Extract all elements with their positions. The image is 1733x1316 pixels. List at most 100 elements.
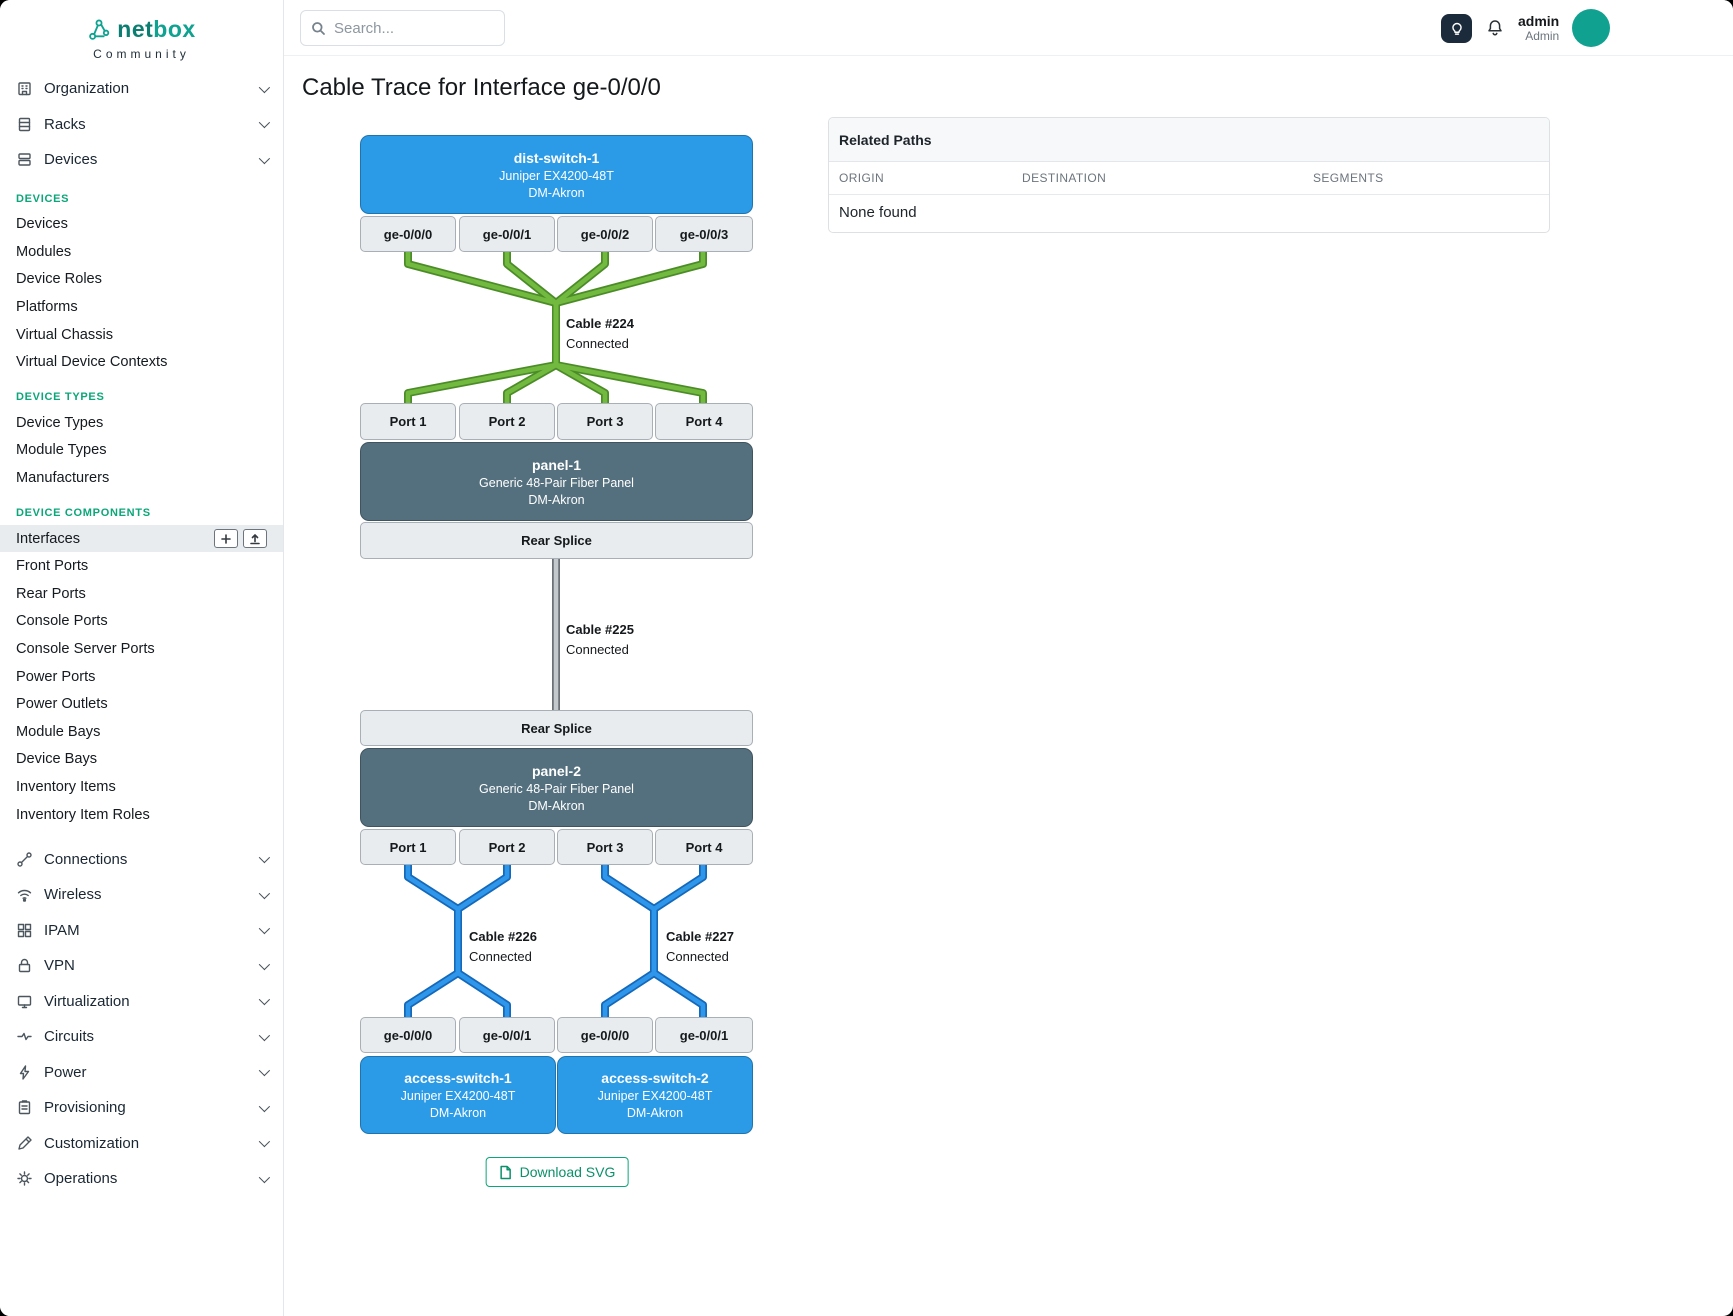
sidebar-item-module-bays[interactable]: Module Bays [16,723,101,740]
cable-label-227[interactable]: Cable #227 Connected [666,929,734,964]
avatar[interactable] [1572,9,1611,47]
search-input[interactable] [334,19,484,37]
interface-box[interactable]: ge-0/0/0 [557,1017,653,1053]
notifications-bell-icon[interactable] [1485,18,1505,38]
bolt-icon [16,1064,33,1081]
sidebar-item-inventory-items[interactable]: Inventory Items [16,778,116,795]
sidebar-item-interfaces[interactable]: Interfaces [0,524,283,553]
sidebar-item-ipam[interactable]: IPAM [0,912,283,948]
chevron-down-icon [258,1136,271,1148]
user-menu[interactable]: admin Admin [1518,13,1559,43]
sidebar-item-rear-ports[interactable]: Rear Ports [16,585,86,602]
page-title: Cable Trace for Interface ge-0/0/0 [302,74,661,101]
rear-port-box[interactable]: Rear Splice [360,522,753,559]
sidebar-item-power[interactable]: Power [0,1054,283,1090]
device-node-access-switch-2[interactable]: access-switch-2 Juniper EX4200-48T DM-Ak… [557,1056,753,1134]
interface-box[interactable]: ge-0/0/1 [655,1017,753,1053]
front-port-box[interactable]: Port 3 [557,403,653,440]
cable-label-226[interactable]: Cable #226 Connected [469,929,537,964]
cable-trace-diagram: dist-switch-1 Juniper EX4200-48T DM-Akro… [360,117,754,1197]
sidebar-item-manufacturers[interactable]: Manufacturers [16,470,110,487]
sidebar-item-device-roles[interactable]: Device Roles [16,271,102,288]
chevron-down-icon [258,1065,271,1077]
interface-box[interactable]: ge-0/0/3 [655,216,753,252]
front-port-box[interactable]: Port 4 [655,403,753,440]
sidebar-item-customization[interactable]: Customization [0,1125,283,1161]
interface-box[interactable]: ge-0/0/0 [360,216,456,252]
front-port-box[interactable]: Port 1 [360,403,456,440]
sidebar-item-platforms[interactable]: Platforms [16,299,78,316]
sidebar-item-power-ports[interactable]: Power Ports [16,668,96,685]
sidebar-item-front-ports[interactable]: Front Ports [16,558,89,575]
device-node-access-switch-1[interactable]: access-switch-1 Juniper EX4200-48T DM-Ak… [360,1056,556,1134]
column-segments: SEGMENTS [1313,171,1384,185]
sidebar-item-virtualization[interactable]: Virtualization [0,983,283,1019]
interface-box[interactable]: ge-0/0/0 [360,1017,456,1053]
chevron-down-icon [258,1029,271,1041]
brand[interactable]: netbox Community [0,0,283,71]
gear-icon [16,1170,33,1187]
rear-port-box[interactable]: Rear Splice [360,710,753,746]
related-paths-empty-row: None found [839,204,917,221]
section-title-device-types: DEVICE TYPES [16,391,105,404]
sidebar-item-virtual-device-contexts[interactable]: Virtual Device Contexts [16,354,168,371]
sidebar-item-operations[interactable]: Operations [0,1161,283,1197]
sidebar-item-circuits[interactable]: Circuits [0,1019,283,1055]
interface-box[interactable]: ge-0/0/2 [557,216,653,252]
sidebar-item-provisioning[interactable]: Provisioning [0,1090,283,1126]
lock-icon [16,957,33,974]
column-origin: ORIGIN [839,171,885,185]
front-port-box[interactable]: Port 4 [655,829,753,865]
add-button[interactable] [214,529,238,549]
sidebar-item-console-server-ports[interactable]: Console Server Ports [16,641,155,658]
download-svg-button[interactable]: Download SVG [485,1157,629,1187]
wifi-icon [16,886,33,903]
cable-224-line [553,252,706,403]
front-port-box[interactable]: Port 3 [557,829,653,865]
brand-name: netbox [117,16,196,42]
sidebar-item-wireless[interactable]: Wireless [0,877,283,913]
sidebar: netbox Community Organization Racks Devi… [0,0,284,1316]
sidebar-item-connections[interactable]: Connections [0,841,283,877]
sidebar-item-virtual-chassis[interactable]: Virtual Chassis [16,326,114,343]
front-port-box[interactable]: Port 1 [360,829,456,865]
import-button[interactable] [243,529,267,549]
sidebar-item-power-outlets[interactable]: Power Outlets [16,696,108,713]
sidebar-item-modules[interactable]: Modules [16,243,72,260]
sidebar-item-inventory-item-roles[interactable]: Inventory Item Roles [16,806,150,823]
chevron-down-icon [258,81,271,93]
sidebar-item-organization[interactable]: Organization [0,71,283,107]
sidebar-item-devices-list[interactable]: Devices [16,216,68,233]
monitor-icon [16,993,33,1010]
dark-mode-toggle-button[interactable] [1441,13,1472,43]
sidebar-item-module-types[interactable]: Module Types [16,442,107,459]
cable-label-225[interactable]: Cable #225 Connected [566,622,634,657]
chevron-down-icon [258,1100,271,1112]
front-port-box[interactable]: Port 2 [459,403,555,440]
cable-227-line [602,865,657,1017]
cable-227-line [651,865,706,1017]
front-port-box[interactable]: Port 2 [459,829,555,865]
sidebar-item-vpn[interactable]: VPN [0,948,283,984]
related-paths-card: Related Paths ORIGIN DESTINATION SEGMENT… [828,117,1550,233]
search-box [300,10,505,46]
interface-box[interactable]: ge-0/0/1 [459,1017,555,1053]
device-node-dist-switch-1[interactable]: dist-switch-1 Juniper EX4200-48T DM-Akro… [360,135,753,214]
sidebar-item-device-types[interactable]: Device Types [16,414,104,431]
brand-tagline: Community [93,47,190,61]
cable-label-224[interactable]: Cable #224 Connected [566,316,634,351]
device-node-panel-1[interactable]: panel-1 Generic 48-Pair Fiber Panel DM-A… [360,442,753,521]
sidebar-item-console-ports[interactable]: Console Ports [16,613,108,630]
circuit-icon [16,1028,33,1045]
cable-226-line [455,865,510,1017]
rack-icon [16,116,33,133]
sidebar-item-devices[interactable]: Devices [0,142,283,178]
lightbulb-icon [1451,22,1462,35]
device-icon [16,151,33,168]
sidebar-item-racks[interactable]: Racks [0,107,283,143]
clipboard-icon [16,1099,33,1116]
cable-226-line [405,865,461,1017]
sidebar-item-device-bays[interactable]: Device Bays [16,751,98,768]
interface-box[interactable]: ge-0/0/1 [459,216,555,252]
device-node-panel-2[interactable]: panel-2 Generic 48-Pair Fiber Panel DM-A… [360,748,753,827]
